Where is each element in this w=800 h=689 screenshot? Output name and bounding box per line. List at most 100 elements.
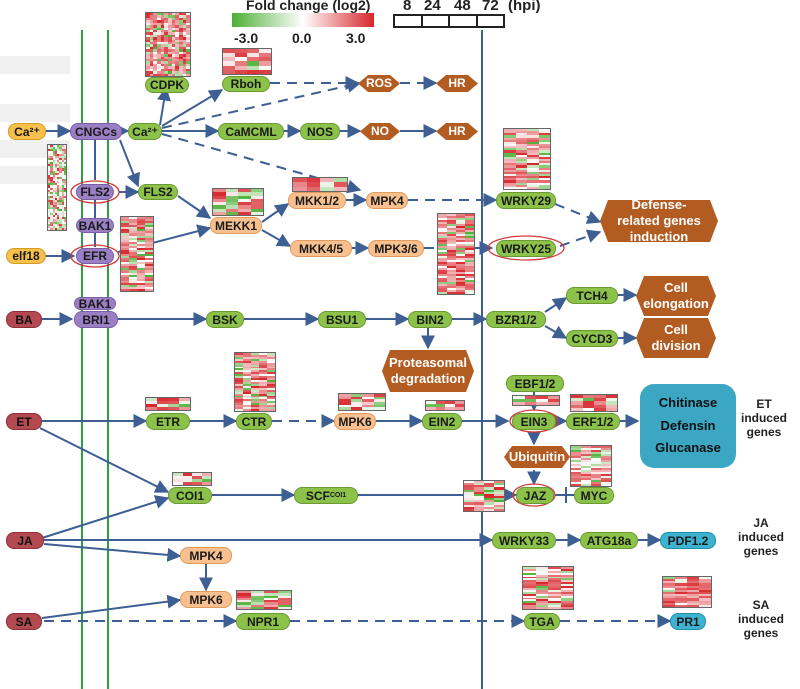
heatmap-cell [465,246,474,248]
heatmap-cell [456,274,465,276]
heatmap-cell [153,42,157,45]
heatmap-cell [571,476,581,478]
heatmap-cell [50,176,53,179]
output-et-genes[interactable]: Chitinase Defensin Glucanase [640,384,736,468]
node-bin2[interactable]: BIN2 [408,311,452,328]
node-camcml[interactable]: CaMCML [218,123,284,140]
node-tga[interactable]: TGA [524,613,560,630]
heatmap-cell [52,215,55,218]
node-pr1[interactable]: PR1 [670,613,706,630]
heatmap-cell [548,578,561,581]
heatmap-cell [164,20,168,23]
heatmap-cell [535,586,548,588]
heatmap-cell [259,61,271,66]
heatmap-cell [438,214,447,216]
node-coi1[interactable]: COI1 [168,487,212,504]
node-mpk36[interactable]: MPK3/6 [368,240,424,257]
node-myc[interactable]: MYC [574,487,614,504]
node-mkk12[interactable]: MKK1/2 [288,192,346,209]
node-etr[interactable]: ETR [146,413,190,430]
node-mpk6-sa[interactable]: MPK6 [180,591,232,608]
signal-elf18[interactable]: elf18 [6,248,46,264]
signal-sa[interactable]: SA [6,613,42,630]
node-mkk45[interactable]: MKK4/5 [290,240,352,257]
node-mpk6[interactable]: MPK6 [334,413,376,430]
heatmap-cell [129,235,137,238]
heatmap-cell [547,402,559,405]
heatmap-cell [129,221,137,224]
heatmap-cell [243,407,251,410]
signal-ba[interactable]: BA [6,311,42,328]
signal-calcium[interactable]: Ca²⁺ [8,123,46,140]
node-calcium-cytosol[interactable]: Ca²⁺ [128,123,162,140]
node-cdpk[interactable]: CDPK [145,77,189,93]
heatmap-cell [175,56,179,60]
node-atg18a[interactable]: ATG18a [580,532,638,549]
heatmap-cell [63,159,66,162]
heatmap-cell [235,381,243,384]
heatmap-cell [474,491,484,494]
node-ein2[interactable]: EIN2 [422,413,462,430]
node-mpk4-ja[interactable]: MPK4 [180,547,232,564]
node-no[interactable]: NO [360,123,400,140]
node-bsk[interactable]: BSK [206,311,244,328]
node-rboh[interactable]: Rboh [222,76,270,92]
signal-ja[interactable]: JA [6,532,44,549]
node-bak1[interactable]: BAK1 [76,218,114,233]
node-wrky25[interactable]: WRKY25 [496,240,556,257]
node-wrky33[interactable]: WRKY33 [492,532,556,549]
node-mekk1[interactable]: MEKK1 [210,217,262,234]
heatmap-cell [149,20,154,23]
node-tch4[interactable]: TCH4 [566,287,618,304]
heatmap-cell [146,27,150,30]
node-bri1[interactable]: BRI1 [74,311,118,328]
node-hr-2[interactable]: HR [436,123,478,140]
node-npr1[interactable]: NPR1 [236,613,290,630]
node-cngcs[interactable]: CNGCs [70,123,122,140]
heatmap-cell [465,232,474,234]
heatmap-cell [515,163,527,166]
output-cell-division[interactable]: Cell division [636,318,716,358]
node-cycd3[interactable]: CYCD3 [566,330,618,347]
heatmap-cell [146,46,150,50]
node-fls2[interactable]: FLS2 [138,184,178,200]
heatmap-cell [699,591,711,595]
output-cell-elongation[interactable]: Cell elongation [636,276,716,316]
heatmap-cell [182,59,187,62]
node-ein3[interactable]: EIN3 [512,413,556,430]
signal-et[interactable]: ET [6,413,42,430]
heatmap-cell [373,407,385,410]
heatmap-cell [560,574,573,577]
node-ctr[interactable]: CTR [236,413,272,430]
node-erf12[interactable]: ERF1/2 [566,413,620,430]
heatmap-cell [267,376,275,379]
node-hr-1[interactable]: HR [436,75,478,92]
heatmap-cell [175,13,179,16]
output-defense-genes[interactable]: Defense-related genes induction [600,200,718,242]
node-ebf12[interactable]: EBF1/2 [506,375,564,392]
heatmap-wrky29 [503,128,551,190]
node-nos[interactable]: NOS [300,123,340,140]
heatmap-cell [146,407,157,410]
heatmap-cell [523,603,536,606]
node-ros[interactable]: ROS [358,75,400,92]
node-pdf12[interactable]: PDF1.2 [660,532,716,549]
output-ubiquitin[interactable]: Ubiquitin [504,446,570,468]
heatmap-cell [157,401,168,404]
node-bsu1[interactable]: BSU1 [318,311,366,328]
heatmap-cell [145,223,153,226]
node-jaz[interactable]: JAZ [516,487,554,504]
heatmap-cell [50,227,53,230]
node-fls2-receptor[interactable]: FLS2 [76,184,114,200]
output-proteasomal-degradation[interactable]: Proteasomal degradation [382,350,474,392]
node-efr[interactable]: EFR [76,248,114,264]
heatmap-cell [50,185,53,188]
node-bzr12[interactable]: BZR1/2 [486,311,546,328]
node-bak1-br[interactable]: BAK1 [74,297,116,311]
heatmap-cell [146,37,150,40]
heatmap-cell [235,378,243,381]
node-mpk4[interactable]: MPK4 [366,192,408,209]
node-wrky29[interactable]: WRKY29 [496,192,556,209]
